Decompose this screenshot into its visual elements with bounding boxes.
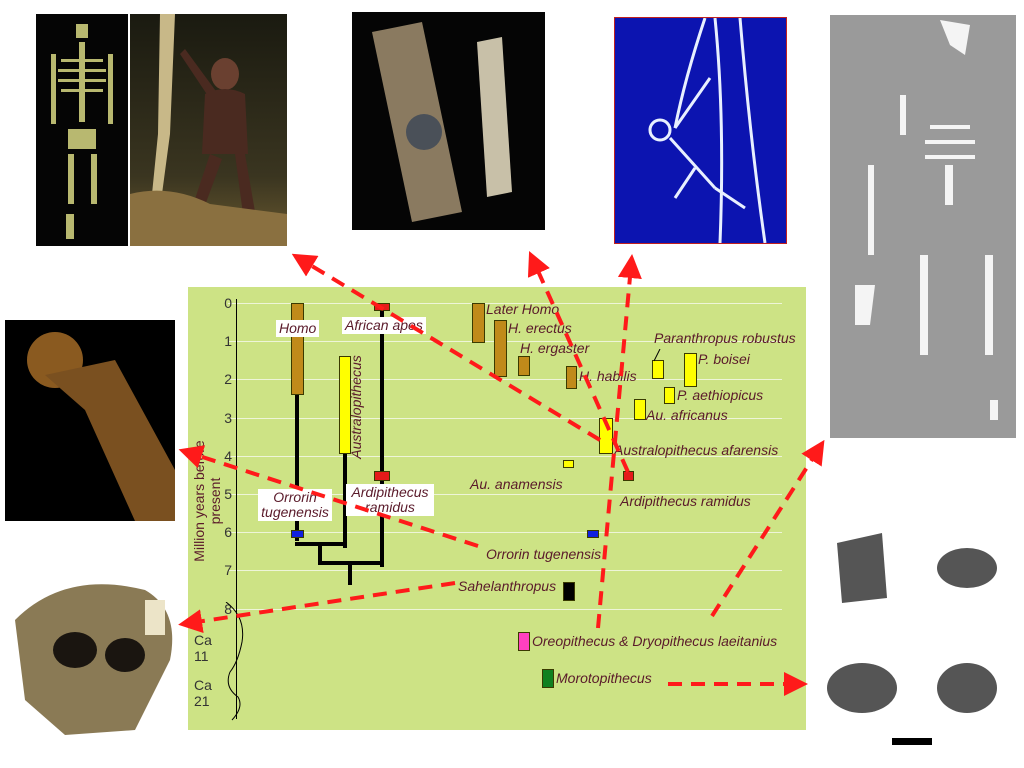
taxon-bar: [542, 669, 554, 688]
taxon-label: Orrorin tugenensis: [486, 546, 602, 563]
taxon-label: P. aethiopicus: [677, 387, 764, 404]
taxon-label: Au. anamensis: [470, 475, 563, 492]
taxon-bar: [472, 303, 485, 344]
sahelanthropus-skull-photo: [5, 570, 180, 740]
robustus-pointer: [653, 349, 661, 362]
tick-label: 4: [224, 447, 232, 464]
axis-line: [236, 299, 237, 719]
taxon-label: Paranthropus robustus: [654, 330, 796, 347]
lucy-skeleton-photo: [36, 14, 128, 246]
gridline: [228, 379, 782, 381]
taxon-label: Sahelanthropus: [458, 577, 557, 594]
tree-bar: [374, 471, 390, 481]
axis-break-wave: [225, 602, 244, 721]
taxon-label: Australopithecus afarensis: [614, 441, 779, 458]
gridline: [228, 608, 782, 610]
tick-ca-11: Ca 11: [194, 632, 212, 664]
skeleton-xray-photo: [830, 15, 1016, 438]
arrow-to-top-left-photo: [291, 253, 602, 442]
taxon-label: Au. africanus: [646, 406, 728, 423]
taxon-bar: [652, 360, 664, 380]
taxon-label: Morotopithecus: [556, 670, 652, 686]
arrow-to-skull: [178, 581, 456, 634]
fossil-bones-photo: [352, 12, 545, 230]
tick-label: 8: [224, 600, 232, 617]
tick-label: 7: [224, 562, 232, 579]
australopithecus-lineage-line: [343, 452, 347, 548]
taxon-label: Oreopithecus & Dryopithecus laeitanius: [532, 633, 778, 649]
gridline: [228, 303, 782, 304]
taxon-bar: [563, 581, 575, 601]
taxon-label: H. erectus: [508, 320, 572, 337]
ape-drawing-photo: [614, 17, 787, 244]
australopithecus-model-photo: [130, 14, 287, 246]
tick-label: 2: [224, 371, 232, 388]
arrow-to-fossil-bones: [527, 251, 630, 473]
label-homo: Homo: [276, 320, 320, 337]
arrow-to-xray: [710, 439, 825, 618]
taxon-bar: [587, 530, 599, 539]
tree-branch-2: [318, 542, 322, 562]
vertebrae-photo: [812, 523, 1016, 745]
taxon-bar: [494, 320, 507, 378]
tick-label: 6: [224, 524, 232, 541]
taxon-label: Ardipithecus ramidus: [620, 493, 751, 510]
label-african-apes: African apes: [342, 317, 426, 334]
homo-lineage-line: [295, 393, 299, 541]
tick-label: 3: [224, 409, 232, 426]
tree-root: [348, 561, 352, 585]
arrow-to-femur: [178, 445, 479, 548]
taxon-bar: [566, 366, 577, 389]
african-apes-lineage-line: [380, 309, 384, 567]
taxon-bar: [518, 632, 530, 651]
taxon-bar: [518, 356, 530, 376]
femur-photo: [5, 320, 175, 521]
tick-ca-21: Ca 21: [194, 677, 212, 709]
taxon-bar: [664, 387, 675, 405]
tree-bar: [339, 356, 351, 454]
taxon-label: P. boisei: [698, 350, 750, 367]
tick-label: 0: [224, 295, 232, 311]
arrow-to-ape-drawing: [596, 254, 642, 629]
taxon-bar: [684, 352, 697, 388]
taxon-label: Later Homo: [486, 301, 560, 317]
gridline: [228, 532, 782, 534]
taxon-bar: [563, 459, 574, 468]
gridline: [228, 494, 782, 495]
gridline: [228, 417, 782, 419]
tree-bar: [291, 530, 304, 539]
label-ardipithecus: Ardipithecus ramidus: [346, 484, 434, 516]
taxon-bar: [634, 398, 646, 420]
tick-label: 5: [224, 486, 232, 502]
gridline: [228, 570, 782, 572]
tick-label: 1: [224, 333, 232, 350]
gridline: [228, 455, 782, 457]
